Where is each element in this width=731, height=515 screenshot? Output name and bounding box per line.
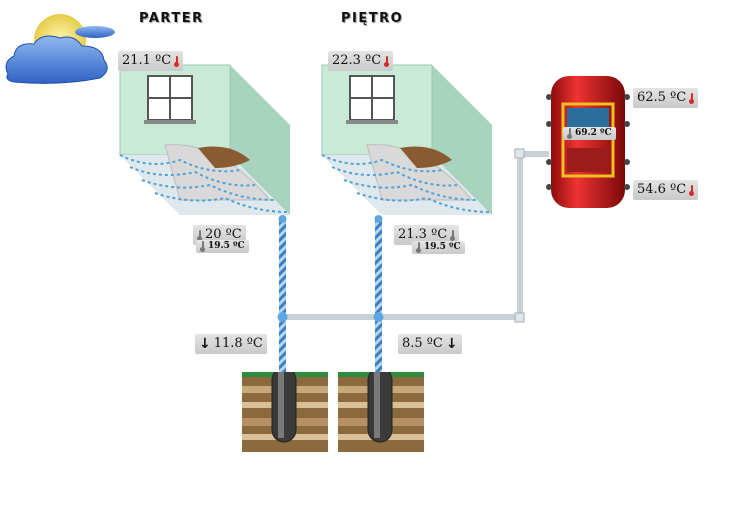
room-parter (119, 64, 290, 215)
pietro-room-temp: 22.3 ºC (328, 51, 394, 71)
tank-inner-temp: 69.2 ºC (563, 127, 616, 140)
ground-left-temp: ↓ 11.8 ºC (195, 334, 267, 354)
thermometer-icon (689, 184, 695, 196)
thermometer-icon (200, 241, 205, 252)
room-pietro (321, 64, 492, 215)
thermometer-icon (689, 92, 695, 104)
tank-bottom-temp: 54.6 ºC (633, 180, 699, 200)
ground-probe-right (338, 372, 424, 452)
thermometer-icon (416, 242, 421, 253)
floor-title-parter: PARTER (139, 11, 204, 26)
pietro-floor-set: 19.5 ºC (412, 241, 465, 254)
thermometer-icon (197, 229, 202, 241)
thermometer-icon (567, 128, 572, 139)
ground-right-temp: 8.5 ºC ↓ (398, 334, 462, 354)
weather-icon (0, 12, 120, 92)
tank-top-temp: 62.5 ºC (633, 88, 699, 108)
arrow-down-icon: ↓ (199, 336, 211, 352)
buffer-tank (546, 76, 630, 208)
ground-probe-left (242, 372, 328, 452)
thermometer-icon (174, 55, 180, 67)
parter-room-temp: 21.1 ºC (118, 51, 184, 71)
pietro-floor-temp: 21.3 ºC (394, 225, 460, 245)
parter-floor-set: 19.5 ºC (196, 240, 249, 253)
arrow-down-icon: ↓ (445, 336, 458, 352)
thermometer-icon (384, 55, 390, 67)
thermometer-icon (450, 229, 456, 241)
floor-title-pietro: PIĘTRO (341, 11, 404, 26)
